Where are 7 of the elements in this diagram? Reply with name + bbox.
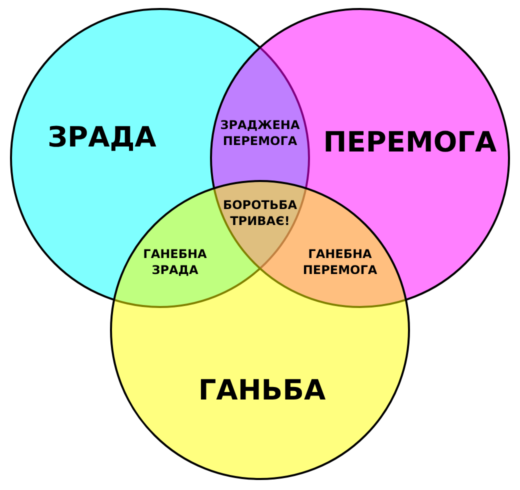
overlap-label: БОРОТЬБА ТРИВАЄ!: [222, 197, 298, 229]
set-label: ЗРАДА: [48, 120, 156, 154]
overlap-label: ГАНЕБНА ЗРАДА: [142, 246, 208, 278]
overlap-label: ГАНЕБНА ПЕРЕМОГА: [302, 246, 378, 278]
set-label: ПЕРЕМОГА: [323, 126, 497, 158]
set-label: ГАНЬБА: [198, 374, 326, 406]
overlap-label: ЗРАДЖЕНА ПЕРЕМОГА: [219, 117, 301, 149]
